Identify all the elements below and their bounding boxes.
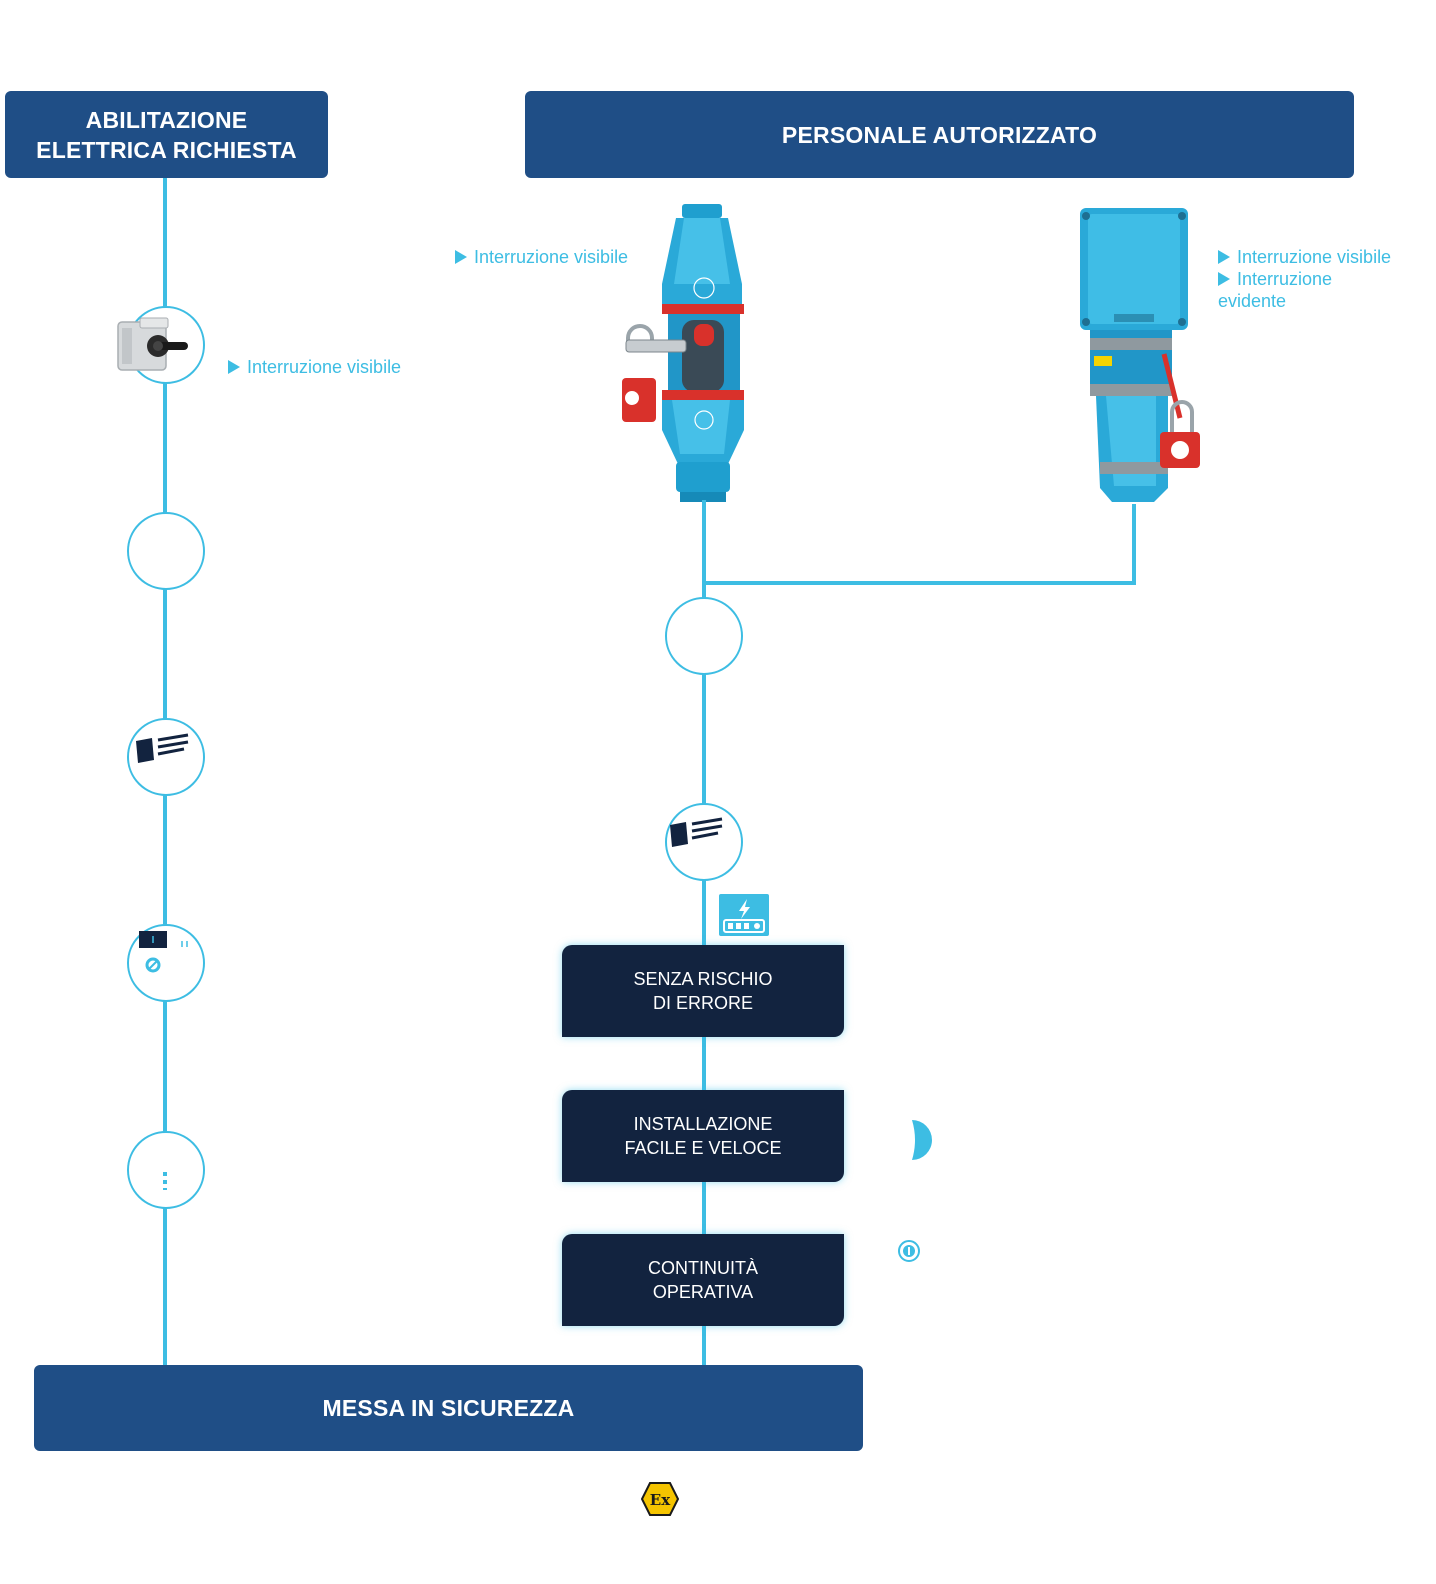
right-connector-line xyxy=(1132,504,1136,585)
bullet-triangle-icon xyxy=(228,360,240,374)
feature-plug-center: Interruzione visibile xyxy=(455,246,628,268)
bullet-triangle-icon xyxy=(1218,250,1230,264)
center-flow-line xyxy=(702,500,706,1366)
benefit-2-line1: INSTALLAZIONE xyxy=(633,1114,773,1134)
feature-plug-right-line3: evidente xyxy=(1218,291,1287,311)
bullet-triangle-icon xyxy=(455,250,467,264)
feature-switch: Interruzione visibile xyxy=(228,356,401,378)
header-abilitazione-line2: ELETTRICA RICHIESTA xyxy=(36,136,297,163)
header-abilitazione: ABILITAZIONE ELETTRICA RICHIESTA xyxy=(5,91,328,178)
power-panel-icon xyxy=(719,894,769,936)
svg-text:Ex: Ex xyxy=(650,1491,671,1509)
header-personale: PERSONALE AUTORIZZATO xyxy=(525,91,1354,178)
bullet-triangle-icon xyxy=(1218,272,1230,286)
benefit-3-line2: OPERATIVA xyxy=(652,1282,754,1302)
feature-plug-right-line1: Interruzione visibile xyxy=(1218,246,1391,268)
connector-horizontal xyxy=(702,581,1136,585)
dots-icon xyxy=(163,1172,167,1190)
benefit-box-3: CONTINUITÀ OPERATIVA xyxy=(562,1234,844,1326)
inline-plug-icon xyxy=(622,204,744,502)
ex-atex-icon: Ex xyxy=(641,1482,679,1516)
benefit-box-2: INSTALLAZIONE FACILE E VELOCE xyxy=(562,1090,844,1182)
half-circle-icon xyxy=(912,1120,932,1160)
document-icon xyxy=(136,733,189,763)
wall-socket-icon xyxy=(1080,208,1200,502)
feature-switch-text: Interruzione visibile xyxy=(247,357,402,377)
header-abilitazione-line1: ABILITAZIONE xyxy=(85,106,248,133)
benefit-1-line1: SENZA RISCHIO xyxy=(633,969,773,989)
feature-plug-right-line2: Interruzione xyxy=(1218,268,1391,290)
feature-plug-right: Interruzione visibile Interruzione evide… xyxy=(1218,246,1391,312)
power-panel-icon xyxy=(139,931,188,973)
benefit-1-line2: DI ERRORE xyxy=(652,993,753,1013)
benefit-3-line1: CONTINUITÀ xyxy=(648,1258,758,1278)
info-icon xyxy=(898,1240,920,1262)
header-messa-label: MESSA IN SICUREZZA xyxy=(322,1395,575,1421)
left-step-circle-5 xyxy=(127,1131,205,1209)
center-step-circle-1 xyxy=(665,597,743,675)
header-personale-label: PERSONALE AUTORIZZATO xyxy=(781,121,1098,148)
rotary-switch-icon xyxy=(117,317,188,371)
benefit-2-line2: FACILE E VELOCE xyxy=(624,1138,782,1158)
left-step-circle-2 xyxy=(127,512,205,590)
feature-plug-center-text: Interruzione visibile xyxy=(474,247,629,267)
header-messa-in-sicurezza: MESSA IN SICUREZZA xyxy=(34,1365,863,1451)
document-icon xyxy=(670,817,723,847)
benefit-box-1: SENZA RISCHIO DI ERRORE xyxy=(562,945,844,1037)
